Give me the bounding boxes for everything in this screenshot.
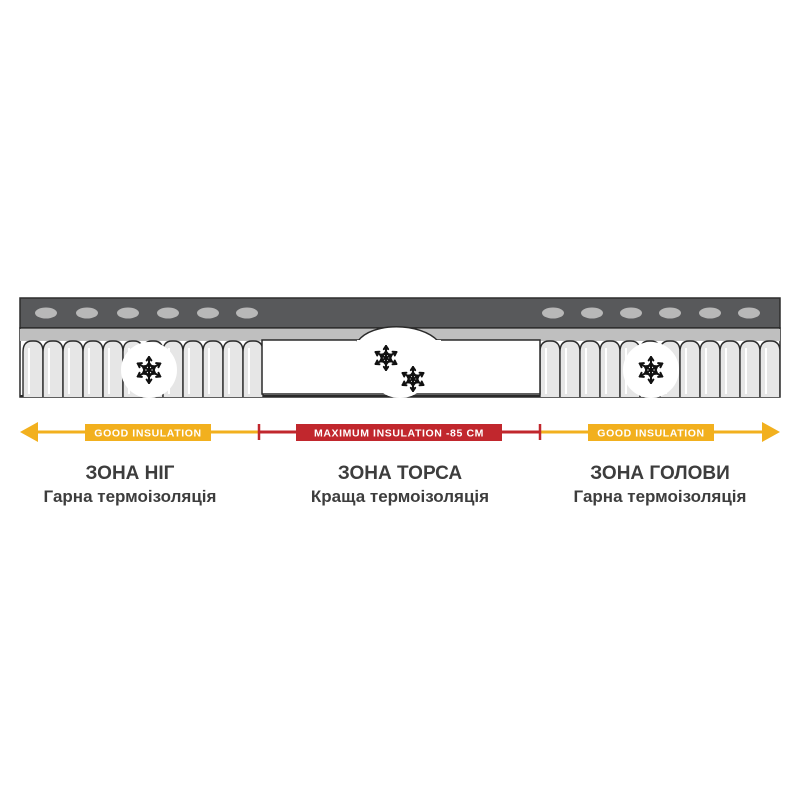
vent-dot <box>699 307 721 319</box>
vent-dot <box>197 307 219 319</box>
vent-dot <box>157 307 179 319</box>
max-insulation-label: MAXIMUM INSULATION -85 CM <box>314 428 484 440</box>
vent-dot <box>76 307 98 319</box>
zone-head-title: ЗОНА ГОЛОВИ <box>590 463 730 484</box>
arrow-right-icon <box>762 422 780 442</box>
coil-cell <box>719 340 741 397</box>
vent-dot <box>620 307 642 319</box>
arrow-left-icon <box>20 422 38 442</box>
top-layer-dots <box>35 307 760 319</box>
coil-cell <box>739 340 761 397</box>
coil-cell <box>699 340 721 397</box>
coil-cell <box>559 340 581 397</box>
vent-dot <box>236 307 258 319</box>
coil-cell <box>759 340 780 397</box>
zone-legs-title: ЗОНА НІГ <box>85 463 175 484</box>
snowflake-icon <box>136 356 162 384</box>
coil-cell <box>202 340 224 397</box>
coil-cell <box>102 340 124 397</box>
zone-head: ЗОНА ГОЛОВИ Гарна термоізоляція <box>530 462 790 508</box>
insulation-arrows: GOOD INSULATION MAXIMUM INSULATION -85 C… <box>20 422 780 442</box>
good-insulation-label-left: GOOD INSULATION <box>94 428 201 440</box>
top-foam-layer <box>19 297 781 329</box>
vent-dot <box>117 307 139 319</box>
vent-dot <box>738 307 760 319</box>
zone-legs: ЗОНА НІГ Гарна термоізоляція <box>0 462 260 508</box>
coil-cell <box>242 340 264 397</box>
snowflake-icon <box>638 356 664 384</box>
coil-cell <box>679 340 701 397</box>
coil-cell <box>539 340 561 397</box>
vent-dot <box>542 307 564 319</box>
coil-cell <box>599 340 621 397</box>
snowflake-circle <box>368 334 432 398</box>
snowflake-icon <box>374 345 398 371</box>
top-layer <box>19 297 781 329</box>
zone-torso: ЗОНА ТОРСА Краща термоізоляція <box>270 462 530 508</box>
insulation-structure <box>19 326 781 398</box>
good-insulation-badge-right <box>588 424 714 441</box>
zone-torso-title: ЗОНА ТОРСА <box>337 463 463 484</box>
zone-head-subtitle: Гарна термоізоляція <box>573 487 747 506</box>
max-insulation-badge <box>296 424 502 441</box>
coil-cell <box>182 340 204 397</box>
zone-torso-subtitle: Краща термоізоляція <box>310 487 490 506</box>
coil-cell <box>579 340 601 397</box>
vent-dot <box>659 307 681 319</box>
snowflake-icon <box>401 366 425 392</box>
coil-cell <box>42 340 64 397</box>
good-insulation-label-right: GOOD INSULATION <box>597 428 704 440</box>
coil-cell <box>22 340 44 397</box>
coil-cell <box>62 340 84 397</box>
coil-cell <box>779 346 780 397</box>
coil-cell <box>82 340 104 397</box>
good-insulation-badge-left <box>85 424 211 441</box>
zone-legs-subtitle: Гарна термоізоляція <box>43 487 217 506</box>
vent-dot <box>35 307 57 319</box>
coil-cell <box>222 340 244 397</box>
vent-dot <box>581 307 603 319</box>
